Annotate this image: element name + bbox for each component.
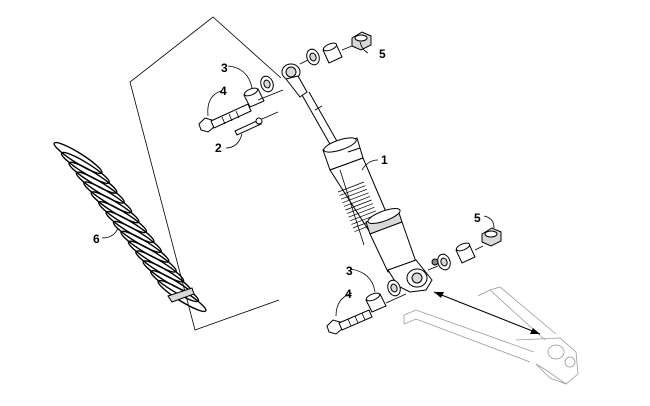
callout-2: 2	[215, 141, 222, 155]
callout-6: 6	[93, 232, 100, 246]
callout-4-lower: 4	[345, 287, 352, 301]
thread-line	[337, 181, 365, 193]
thread-line	[339, 185, 366, 196]
upper-bolt	[198, 103, 252, 133]
callout-3-upper: 3	[221, 61, 228, 75]
cotter-pin	[234, 117, 263, 136]
spring-boundary-box	[129, 16, 282, 331]
thread-line	[340, 188, 368, 200]
coil-spring	[53, 141, 207, 313]
thread-line	[343, 196, 371, 207]
shock-absorber	[281, 63, 439, 293]
spring-end-tab	[167, 287, 195, 303]
thread-line	[345, 199, 372, 211]
lower-bolt	[326, 309, 373, 335]
callout-1: 1	[381, 153, 388, 167]
thread-line	[348, 206, 375, 218]
callout-3-lower: 3	[346, 264, 353, 278]
thread-line	[346, 203, 374, 214]
thread-line	[349, 210, 377, 222]
thread-line	[342, 192, 369, 204]
callout-4-upper: 4	[220, 84, 227, 98]
a-arm-reference	[403, 286, 579, 385]
leader-lines	[101, 41, 495, 317]
callout-5-upper: 5	[379, 47, 386, 61]
mounting-arrow	[433, 291, 541, 335]
callout-5-lower: 5	[474, 211, 481, 225]
